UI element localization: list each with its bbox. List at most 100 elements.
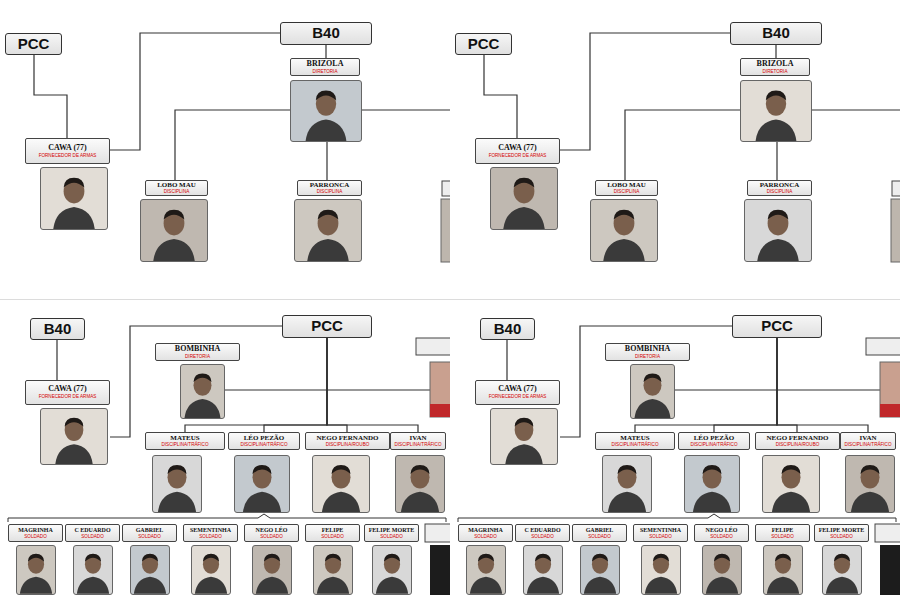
photo-placeholder xyxy=(580,545,620,595)
cut-photo xyxy=(891,199,900,262)
faction-name: B40 xyxy=(44,321,72,338)
photo-placeholder xyxy=(845,455,895,513)
photo-placeholder xyxy=(313,545,353,595)
photo-placeholder xyxy=(744,199,812,262)
faction-box: PCC xyxy=(455,33,512,55)
member-card: MAGRINHASOLDADO xyxy=(8,524,63,595)
member-name: FELIPE MORTE xyxy=(819,527,865,534)
member-name: GABRIEL xyxy=(136,527,164,534)
member-name: NEGO LÉO xyxy=(706,527,738,534)
member-label: LOBO MAUDISCIPLINA xyxy=(595,180,658,196)
photo-placeholder xyxy=(523,545,563,595)
member-name: PARRONCA xyxy=(760,182,800,190)
member-role: SOLDADO xyxy=(474,534,496,539)
member-role: FORNECEDOR DE ARMAS xyxy=(489,153,547,158)
member-label: IVANDISCIPLINA/TRÁFICO xyxy=(390,432,446,450)
cut-photo xyxy=(430,545,450,595)
member-card: SEMENTINHASOLDADO xyxy=(183,524,238,595)
faction-box: PCC xyxy=(5,33,62,55)
hierarchy-line xyxy=(776,142,777,180)
photo-placeholder xyxy=(630,364,675,419)
member-name: PARRONCA xyxy=(310,182,350,190)
cut-box xyxy=(866,338,900,355)
branch-line xyxy=(675,389,900,390)
photo-placeholder xyxy=(395,455,445,513)
member-name: CAWA (77) xyxy=(498,385,536,394)
member-card: BRIZOLADIRETORIA xyxy=(290,58,362,142)
member-label: GABRIELSOLDADO xyxy=(572,524,627,542)
member-role: SOLDADO xyxy=(138,534,160,539)
member-label: BRIZOLADIRETORIA xyxy=(290,58,360,76)
member-label: CAWA (77)FORNECEDOR DE ARMAS xyxy=(25,380,110,405)
member-card: SEMENTINHASOLDADO xyxy=(633,524,688,595)
member-label: FELIPESOLDADO xyxy=(755,524,810,542)
photo-placeholder xyxy=(294,199,362,262)
cut-box xyxy=(442,181,450,196)
member-name: C EDUARDO xyxy=(524,527,560,534)
member-label: PARRONCADISCIPLINA xyxy=(747,180,812,196)
faction-name: B40 xyxy=(762,25,790,42)
member-role: DISCIPLINA xyxy=(164,189,190,194)
photo-placeholder xyxy=(73,545,113,595)
member-label: LÉO PEZÃODISCIPLINA/TRÁFICO xyxy=(678,432,750,450)
silhouette xyxy=(396,456,444,512)
member-role: SOLDADO xyxy=(649,534,671,539)
member-label: FELIPESOLDADO xyxy=(305,524,360,542)
member-role: DISCIPLINA/TRÁFICO xyxy=(162,442,209,447)
silhouette xyxy=(253,546,291,594)
member-label: LOBO MAUDISCIPLINA xyxy=(145,180,208,196)
silhouette xyxy=(291,81,361,141)
member-name: BRIZOLA xyxy=(757,60,794,69)
photo-placeholder xyxy=(16,545,56,595)
member-name: SEMENTINHA xyxy=(640,527,681,534)
member-name: C EDUARDO xyxy=(74,527,110,534)
cut-photo xyxy=(880,362,900,417)
member-card: CAWA (77)FORNECEDOR DE ARMAS xyxy=(475,138,560,230)
member-role: SOLDADO xyxy=(771,534,793,539)
silhouette xyxy=(41,409,107,464)
silhouette xyxy=(153,456,201,512)
silhouette xyxy=(181,365,224,418)
member-role: SOLDADO xyxy=(380,534,402,539)
hierarchy-line xyxy=(327,338,418,432)
member-name: IVAN xyxy=(410,435,427,443)
photo-placeholder xyxy=(372,545,412,595)
photo-placeholder xyxy=(40,408,108,465)
member-role: SOLDADO xyxy=(321,534,343,539)
silhouette xyxy=(703,546,741,594)
faction-name: PCC xyxy=(311,318,343,335)
hierarchy-line xyxy=(34,55,67,138)
cut-box xyxy=(892,181,900,196)
member-role: SOLDADO xyxy=(531,534,553,539)
member-name: NEGO FERNANDO xyxy=(316,435,378,443)
hierarchy-line xyxy=(326,142,327,180)
hierarchy-line xyxy=(714,338,777,432)
member-label: MATEUSDISCIPLINA/TRÁFICO xyxy=(595,432,675,450)
member-label: LÉO PEZÃODISCIPLINA/TRÁFICO xyxy=(228,432,300,450)
silhouette xyxy=(235,456,289,512)
member-role: DISCIPLINA/TRÁFICO xyxy=(612,442,659,447)
hierarchy-line xyxy=(264,338,327,432)
member-label: C EDUARDOSOLDADO xyxy=(515,524,570,542)
member-name: LOBO MAU xyxy=(157,182,196,190)
hierarchy-line xyxy=(327,338,347,432)
member-role: SOLDADO xyxy=(24,534,46,539)
hierarchy-line xyxy=(777,338,797,432)
member-card: BOMBINHADIRETORIA xyxy=(155,343,240,419)
hierarchy-line xyxy=(175,110,290,180)
member-label: MATEUSDISCIPLINA/TRÁFICO xyxy=(145,432,225,450)
member-card: C EDUARDOSOLDADO xyxy=(65,524,120,595)
member-card: NEGO LÉOSOLDADO xyxy=(244,524,299,595)
member-card: MATEUSDISCIPLINA/TRÁFICO xyxy=(145,432,225,513)
photo-placeholder xyxy=(684,455,740,513)
member-label: NEGO FERNANDODISCIPLINA/ROUBO xyxy=(755,432,840,450)
member-label: NEGO FERNANDODISCIPLINA/ROUBO xyxy=(305,432,390,450)
member-label: CAWA (77)FORNECEDOR DE ARMAS xyxy=(475,380,560,405)
member-label: SEMENTINHASOLDADO xyxy=(183,524,238,542)
member-label: CAWA (77)FORNECEDOR DE ARMAS xyxy=(475,138,560,164)
photo-placeholder xyxy=(763,545,803,595)
silhouette xyxy=(373,546,411,594)
member-name: MAGRINHA xyxy=(18,527,53,534)
member-label: BOMBINHADIRETORIA xyxy=(155,343,240,361)
